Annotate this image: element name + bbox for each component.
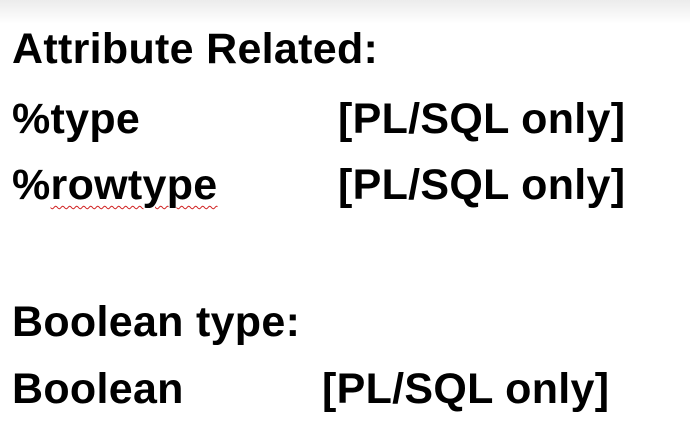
note-rowtype: [PL/SQL only] [338, 161, 626, 209]
boolean-heading: Boolean type: [12, 298, 301, 346]
attribute-row-rowtype: %rowtype [PL/SQL only] [12, 160, 625, 210]
note-type: [PL/SQL only] [338, 95, 626, 143]
rowtype-spellcheck-word: rowtype [50, 161, 218, 209]
attribute-heading: Attribute Related: [12, 25, 379, 73]
boolean-row: Boolean [PL/SQL only] [12, 364, 609, 414]
attribute-row-type: %type [PL/SQL only] [12, 94, 625, 144]
term-rowtype: %rowtype [12, 161, 218, 209]
note-boolean: [PL/SQL only] [322, 365, 610, 413]
term-type: %type [12, 95, 141, 143]
term-boolean: Boolean [12, 365, 184, 413]
top-shading [0, 0, 690, 24]
